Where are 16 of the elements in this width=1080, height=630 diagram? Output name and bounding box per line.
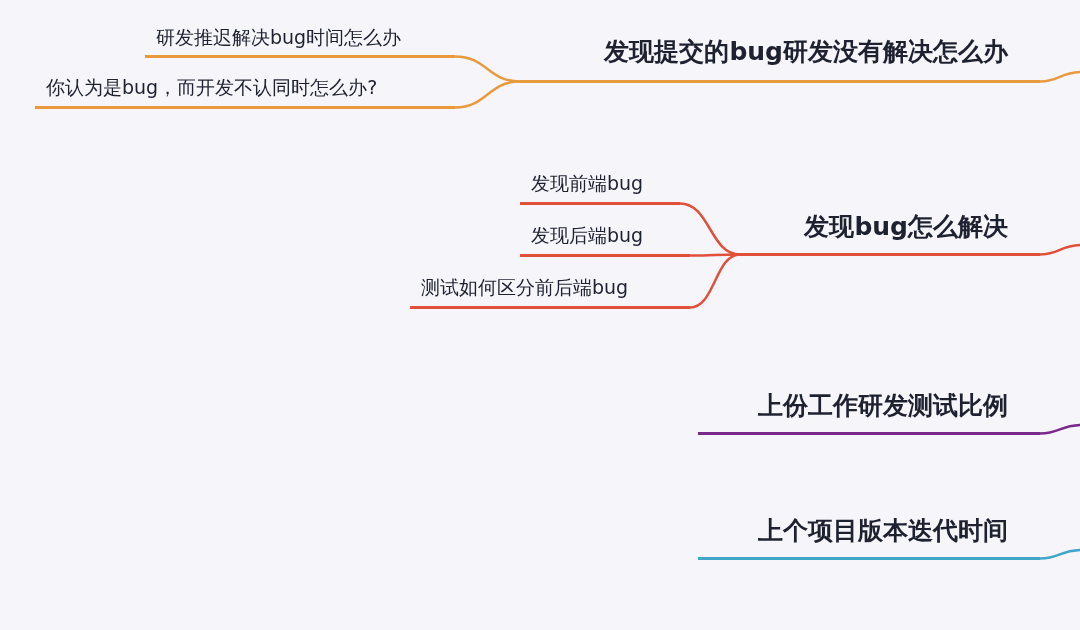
subtopic: 你认为是bug，而开发不认同时怎么办? (35, 70, 455, 109)
branch-line (1039, 548, 1080, 560)
main-topic: 上个项目版本迭代时间 (698, 503, 1040, 560)
subtopic: 发现前端bug (520, 166, 680, 205)
main-topic: 上份工作研发测试比例 (698, 378, 1040, 435)
subtopic: 测试如何区分前后端bug (410, 270, 690, 309)
branch-line (454, 80, 521, 109)
subtopic: 发现后端bug (520, 218, 690, 257)
branch-line (690, 253, 740, 257)
main-topic: 发现提交的bug研发没有解决怎么办 (520, 22, 1040, 83)
branch-line (689, 253, 741, 309)
main-topic: 发现bug怎么解决 (740, 200, 1040, 256)
subtopic: 研发推迟解决bug时间怎么办 (145, 20, 455, 58)
branch-line (1039, 243, 1080, 256)
branch-line (1039, 70, 1080, 83)
branch-line (1039, 423, 1080, 435)
